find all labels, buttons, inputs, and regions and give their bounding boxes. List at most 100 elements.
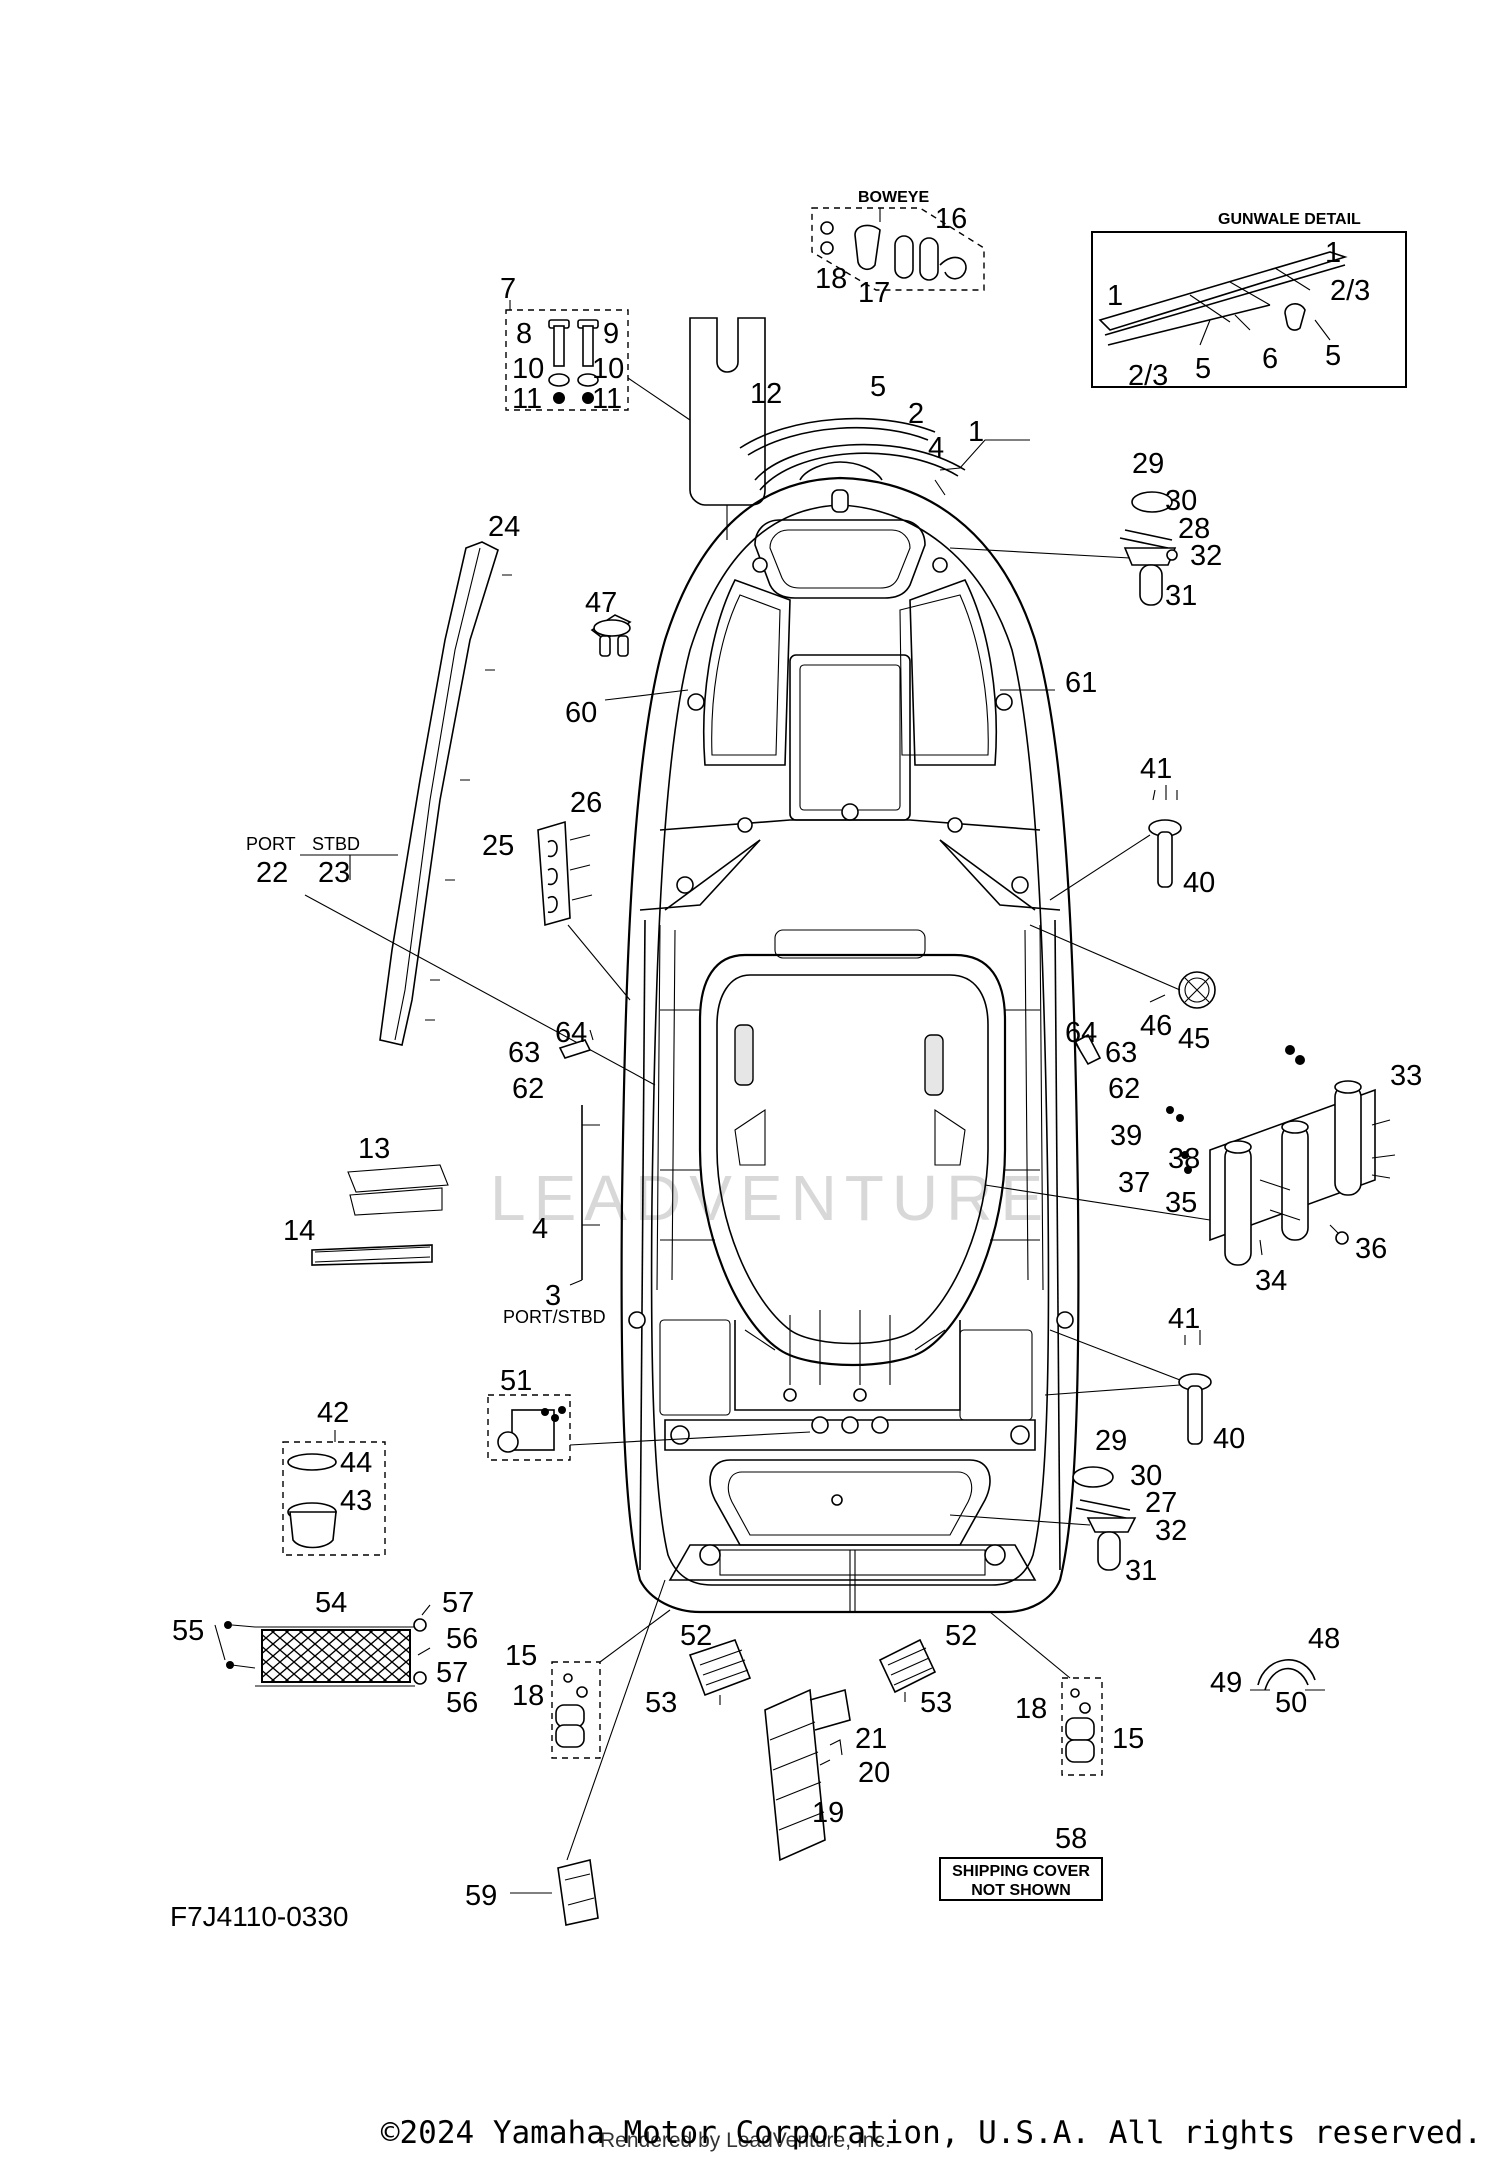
item-47-mount: [590, 614, 1055, 701]
item-19-21-ladder: [764, 1688, 851, 1862]
port-label: PORT: [246, 834, 296, 854]
callout-c18b: 18: [512, 1680, 544, 1712]
callout-c30a: 30: [1165, 485, 1197, 517]
watermark-text: LEADVENTURE: [490, 1162, 1051, 1234]
item-28-32-cleat: [949, 491, 1178, 606]
callout-g23a: 2/3: [1330, 275, 1370, 307]
boweye-group: [811, 207, 985, 291]
callout-c64a: 64: [555, 1017, 587, 1049]
callout-c29a: 29: [1132, 448, 1164, 480]
callout-c4b: 4: [532, 1213, 548, 1245]
callout-c63b: 63: [1105, 1037, 1137, 1069]
deck-hull-assembly: [620, 461, 1080, 1614]
item-40-41-holder-rear: [1044, 1329, 1212, 1445]
callout-c11a: 11: [512, 383, 542, 415]
callout-c28: 28: [1178, 513, 1210, 545]
callout-c40a: 40: [1183, 867, 1215, 899]
callout-c31a: 31: [1165, 580, 1197, 612]
callout-c58: 58: [1055, 1823, 1087, 1855]
callout-g1b: 1: [1107, 280, 1123, 312]
callout-c41b: 41: [1168, 1303, 1200, 1335]
callout-c13: 13: [358, 1133, 390, 1165]
copyright-text: ©2024 Yamaha Motor Corporation, U.S.A. A…: [380, 2115, 1482, 2151]
callout-c36: 36: [1355, 1233, 1387, 1265]
callout-c57a: 57: [442, 1587, 474, 1619]
callout-c27: 27: [1145, 1487, 1177, 1519]
callout-c45: 45: [1178, 1023, 1210, 1055]
callout-c41a: 41: [1140, 753, 1172, 785]
callout-c10b: 10: [592, 353, 624, 385]
item-58-note: SHIPPING COVER NOT SHOWN: [939, 1857, 1103, 1901]
callout-c29b: 29: [1095, 1425, 1127, 1457]
item-33-39-rear-bracket: [984, 1045, 1396, 1266]
callout-c23: 23: [318, 857, 350, 889]
callout-g5a: 5: [1195, 353, 1211, 385]
callout-c12: 12: [750, 378, 782, 410]
callout-c62b: 62: [1108, 1073, 1140, 1105]
callout-c14: 14: [283, 1215, 315, 1247]
callout-c51: 51: [500, 1365, 532, 1397]
item-22-24-rubrail: [300, 541, 656, 1086]
callout-c21: 21: [855, 1723, 887, 1755]
callout-c31b: 31: [1125, 1555, 1157, 1587]
callout-c52b: 52: [945, 1620, 977, 1652]
callout-c64b: 64: [1065, 1017, 1097, 1049]
callout-c32a: 32: [1190, 540, 1222, 572]
callout-c20: 20: [858, 1757, 890, 1789]
item-59-plate: [510, 1579, 666, 1926]
callout-c33: 33: [1390, 1060, 1422, 1092]
item-13-14-cushion: [311, 1164, 449, 1266]
callout-c52a: 52: [680, 1620, 712, 1652]
callout-c35: 35: [1165, 1187, 1197, 1219]
item-7-bolt-set: [505, 300, 691, 421]
rendered-by-text: Rendered by LeadVenture, Inc.: [600, 2129, 891, 2152]
callout-c30b: 30: [1130, 1460, 1162, 1492]
shipping-cover-line1: SHIPPING COVER: [952, 1863, 1090, 1880]
callout-g1a: 1: [1325, 237, 1341, 269]
bow-gunwale-trim: [739, 417, 1030, 496]
callout-g6: 6: [1262, 343, 1278, 375]
callout-c19: 19: [812, 1797, 844, 1829]
callout-c53a: 53: [645, 1687, 677, 1719]
callout-c47: 47: [585, 587, 617, 619]
callout-g23b: 2/3: [1128, 360, 1168, 392]
callout-c34: 34: [1255, 1265, 1287, 1297]
callout-c37: 37: [1118, 1167, 1150, 1199]
item-40-41-holder: [1049, 785, 1182, 901]
item-48-50-handle: [1250, 1659, 1325, 1691]
callout-c9: 9: [603, 318, 619, 350]
callout-c3: 3: [545, 1280, 561, 1312]
callout-c38: 38: [1168, 1143, 1200, 1175]
callout-c62a: 62: [512, 1073, 544, 1105]
callout-c17: 17: [858, 277, 890, 309]
callout-c16: 16: [935, 203, 967, 235]
callout-c2: 2: [908, 398, 924, 430]
port-stbd-label: PORT/STBD: [503, 1307, 606, 1327]
item-51-plate: [487, 1394, 811, 1461]
callout-c7: 7: [500, 273, 516, 305]
callout-c4a: 4: [928, 432, 944, 464]
callout-c15a: 15: [505, 1640, 537, 1672]
gunwale-detail-label: GUNWALE DETAIL: [1218, 211, 1361, 228]
callout-c50: 50: [1275, 1687, 1307, 1719]
callout-c1: 1: [968, 416, 984, 448]
callout-c11b: 11: [592, 383, 622, 415]
callout-c8: 8: [516, 318, 532, 350]
callout-c18c: 18: [1015, 1693, 1047, 1725]
callout-c22: 22: [256, 857, 288, 889]
item-15-18-tiedown-stbd: [989, 1611, 1103, 1776]
callout-g5b: 5: [1325, 340, 1341, 372]
callout-c39: 39: [1110, 1120, 1142, 1152]
callout-c5: 5: [870, 371, 886, 403]
callout-c26: 26: [570, 787, 602, 819]
item-12-cover-strap: [689, 317, 766, 540]
callout-c57b: 57: [436, 1657, 468, 1689]
item-52-53-step-stbd: [878, 1638, 937, 1702]
callout-c60: 60: [565, 697, 597, 729]
item-45-46-plug: [1029, 924, 1216, 1009]
callout-c59: 59: [465, 1880, 497, 1912]
item-62-64-latch-port: [558, 1029, 594, 1059]
item-25-26-bracket: [537, 820, 631, 1001]
callout-c40b: 40: [1213, 1423, 1245, 1455]
item-42-44-cupholder: [282, 1430, 386, 1556]
